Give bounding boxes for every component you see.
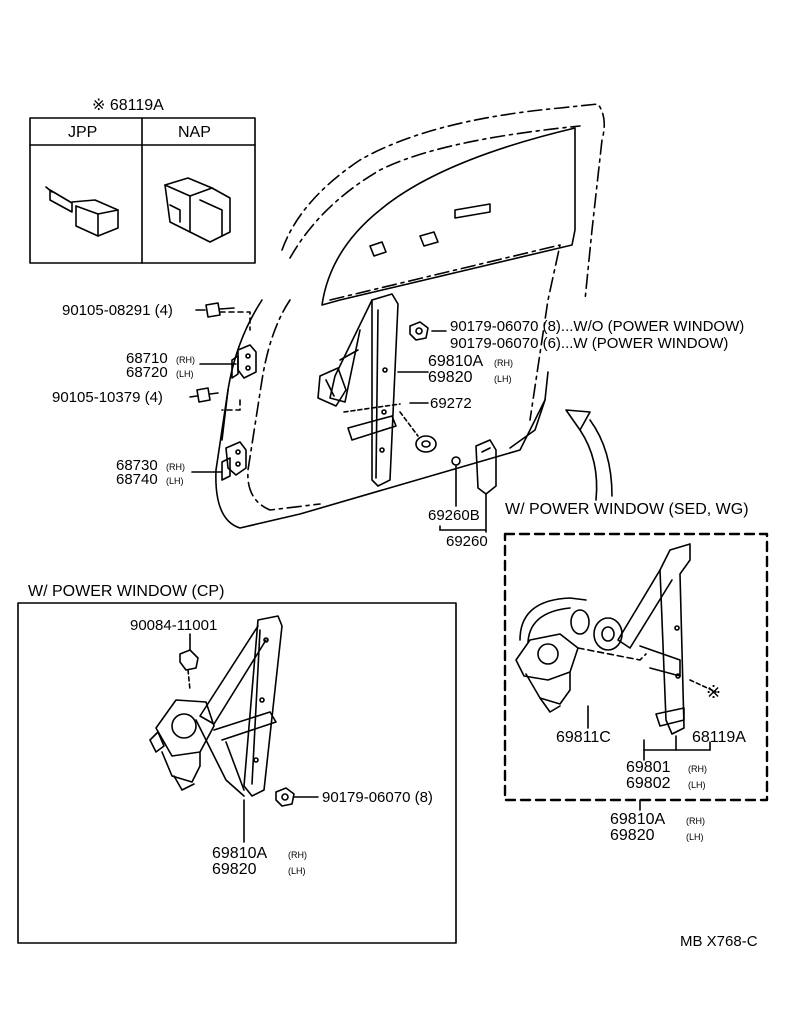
label-cp-69810A: 69810A	[212, 845, 267, 862]
lower-hinge-drawing	[221, 441, 247, 481]
diagram-code: MB X768-C	[680, 933, 758, 950]
label-69260B: 69260B	[428, 507, 480, 524]
label-69801: 69801	[626, 759, 671, 776]
sed-asterisk: ※	[706, 682, 721, 702]
inset-col-nap: NAP	[178, 124, 211, 141]
label-69272: 69272	[430, 395, 472, 412]
inset-title: ※ 68119A	[92, 97, 164, 114]
label-69802: 69802	[626, 775, 671, 792]
inset-col-jpp: JPP	[68, 124, 97, 141]
label-90084-11001: 90084-11001	[130, 617, 217, 634]
label-90179-w-power-window: 90179-06070 (6)...W (POWER WINDOW)	[450, 335, 728, 352]
cp-title: W/ POWER WINDOW (CP)	[28, 583, 224, 600]
label-cp-69810A-rh: (RH)	[288, 850, 307, 860]
label-sed-69820: 69820	[610, 827, 655, 844]
inset-box	[29, 117, 256, 264]
label-69820-lh: (LH)	[494, 374, 512, 384]
label-68730-rh: (RH)	[166, 462, 185, 472]
label-68119A: 68119A	[692, 729, 746, 746]
label-90179-wo-power-window: 90179-06070 (8)...W/O (POWER WINDOW)	[450, 318, 744, 335]
leader-lines-main	[189, 309, 487, 533]
jpp-switch-drawing	[45, 186, 119, 237]
label-68710: 68710	[126, 350, 168, 367]
upper-hinge-drawing	[219, 311, 257, 411]
label-69820: 69820	[428, 369, 473, 386]
label-69811C: 69811C	[556, 729, 611, 746]
reference-arrow	[565, 409, 613, 501]
sed-wg-box	[503, 532, 769, 802]
label-90105-10379: 90105-10379 (4)	[52, 389, 163, 406]
grommet-69272-drawing	[399, 411, 437, 453]
label-90105-08291: 90105-08291 (4)	[62, 302, 173, 319]
nap-switch-drawing	[164, 177, 231, 243]
label-cp-69820: 69820	[212, 861, 257, 878]
label-cp-69820-lh: (LH)	[288, 866, 306, 876]
label-68730: 68730	[116, 457, 158, 474]
label-68720-lh: (LH)	[176, 369, 194, 379]
sed-wg-title: W/ POWER WINDOW (SED, WG)	[505, 501, 749, 518]
label-68710-rh: (RH)	[176, 355, 195, 365]
label-sed-69810A-rh: (RH)	[686, 816, 705, 826]
label-68720: 68720	[126, 364, 168, 381]
label-69260: 69260	[446, 533, 488, 550]
label-69810A-rh: (RH)	[494, 358, 513, 368]
leader-lines-sed	[587, 705, 711, 811]
label-69802-lh: (LH)	[688, 780, 706, 790]
label-68740-lh: (LH)	[166, 476, 184, 486]
label-sed-69820-lh: (LH)	[686, 832, 704, 842]
bolt-10379-drawing	[196, 387, 219, 403]
cp-box	[17, 602, 457, 944]
door-regulator-drawing	[317, 293, 401, 487]
door-outline	[215, 103, 606, 529]
handle-69260-drawing	[451, 439, 497, 495]
label-cp-90179: 90179-06070 (8)	[322, 789, 433, 806]
bolt-08291-drawing	[205, 302, 235, 318]
label-68740: 68740	[116, 471, 158, 488]
door-nut-drawing	[409, 321, 429, 341]
label-69810A: 69810A	[428, 353, 483, 370]
label-sed-69810A: 69810A	[610, 811, 665, 828]
label-69801-rh: (RH)	[688, 764, 707, 774]
